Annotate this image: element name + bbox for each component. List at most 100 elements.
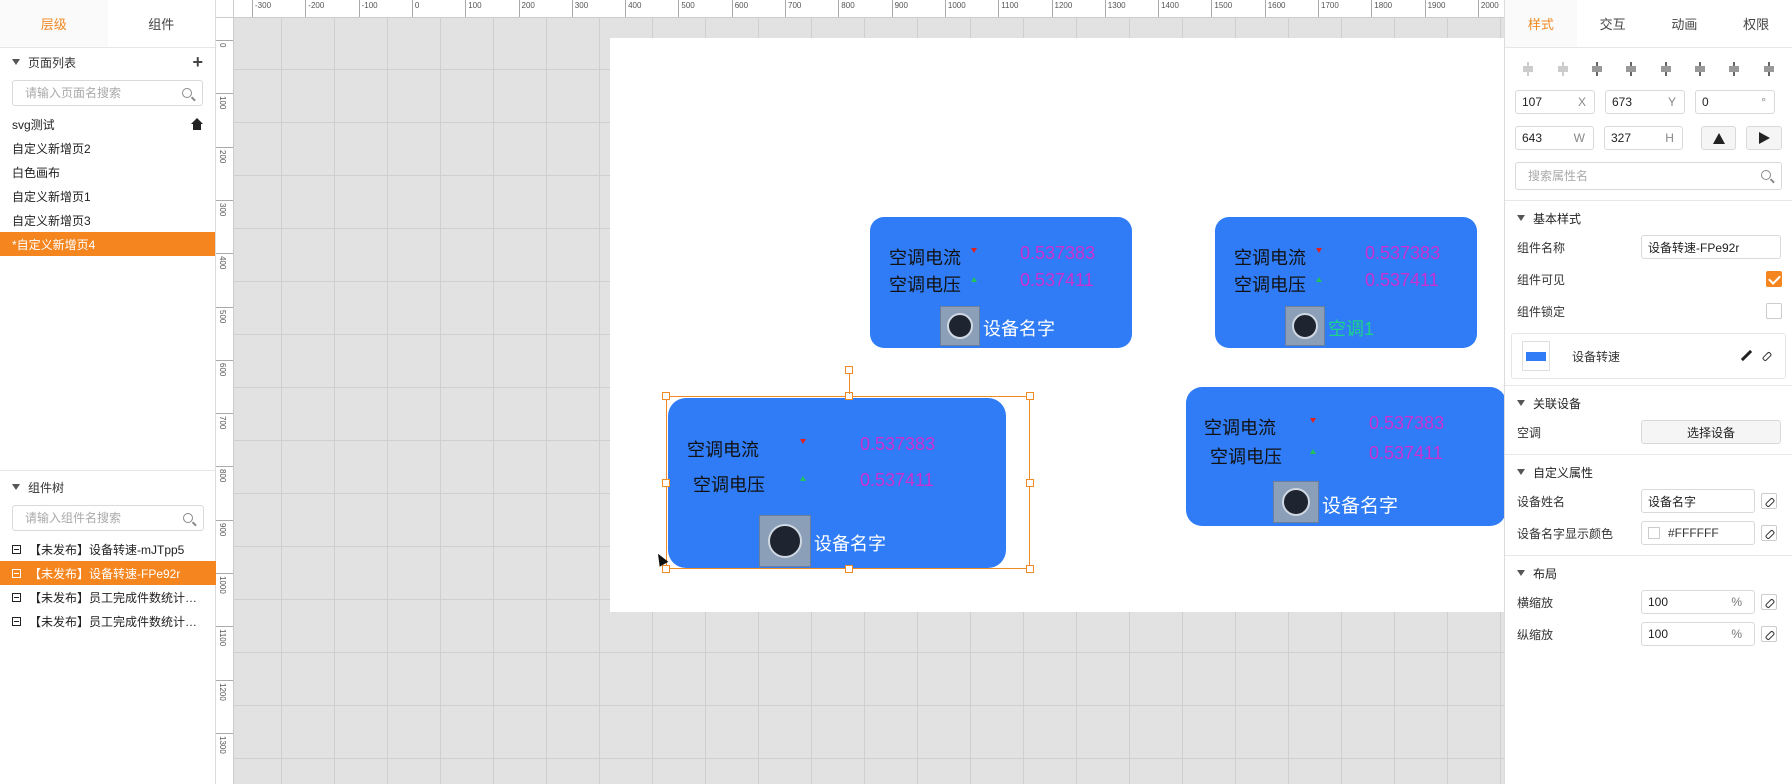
flip-vertical-button[interactable] <box>1700 126 1737 150</box>
component-tree-header[interactable]: 组件树 <box>0 473 216 501</box>
tab-interaction[interactable]: 交互 <box>1599 17 1626 32</box>
ruler-tick-label: 400 <box>216 253 233 306</box>
select-device-button[interactable]: 选择设备 <box>1641 420 1781 444</box>
search-icon[interactable] <box>182 88 192 98</box>
tree-item-selected[interactable]: 【未发布】设备转速-FPe92r <box>0 561 216 585</box>
page-item-label: svg测试 <box>12 117 55 132</box>
tree-item[interactable]: 【未发布】员工完成件数统计… <box>0 609 216 633</box>
device-widget[interactable]: 空调电流 0.537383 空调电压 0.537411 空调1 <box>1215 217 1477 348</box>
custom-header[interactable]: 自定义属性 <box>1505 459 1792 485</box>
resize-handle[interactable] <box>662 479 670 487</box>
custom-section: 自定义属性 设备姓名 设备名字显示颜色 #FFFFFF <box>1505 454 1792 549</box>
page-search <box>12 80 203 106</box>
search-icon[interactable] <box>183 513 193 523</box>
y-input[interactable] <box>1612 95 1657 109</box>
page-item[interactable]: 自定义新增页2 <box>0 136 215 160</box>
tree-item[interactable]: 【未发布】设备转速-mJTpp5 <box>0 537 216 561</box>
page-item-selected[interactable]: *自定义新增页4 <box>0 232 215 256</box>
ruler-tick-text: 600 <box>218 362 227 377</box>
basic-style-header[interactable]: 基本样式 <box>1505 205 1792 231</box>
color-swatch[interactable] <box>1648 527 1660 539</box>
align-center-horizontal-icon[interactable] <box>1623 62 1639 76</box>
tab-components[interactable]: 组件 <box>148 17 175 32</box>
page-item[interactable]: 自定义新增页1 <box>0 184 215 208</box>
attr-search-input[interactable] <box>1528 169 1748 183</box>
align-middle-vertical-icon[interactable] <box>1726 62 1742 76</box>
x-input[interactable] <box>1522 95 1567 109</box>
align-toolbar <box>1505 54 1792 84</box>
height-unit: H <box>1665 131 1674 145</box>
link-icon[interactable] <box>1761 525 1777 541</box>
ruler-tick-text: 200 <box>218 149 227 163</box>
tab-layers[interactable]: 层级 <box>0 0 108 47</box>
name-color-label: 设备名字显示颜色 <box>1517 526 1614 541</box>
y-unit: Y <box>1667 95 1676 109</box>
ruler-tick-label: 1400 <box>1158 0 1179 17</box>
distribute-vertical-icon[interactable] <box>1555 62 1571 76</box>
rotate-handle[interactable] <box>845 366 853 374</box>
arrow-up-icon <box>800 476 806 481</box>
ruler-tick-label: 800 <box>838 0 855 17</box>
artboard[interactable]: 空调电流 0.537383 空调电压 0.537411 设备名字 空调电流 0.… <box>610 38 1504 612</box>
rotation-input[interactable] <box>1702 95 1747 109</box>
link-icon[interactable] <box>1761 594 1777 610</box>
resize-handle[interactable] <box>1026 479 1034 487</box>
resize-handle[interactable] <box>1026 565 1034 573</box>
layout-header[interactable]: 布局 <box>1505 560 1792 586</box>
ruler-tick-text: 1300 <box>218 735 227 754</box>
align-right-icon[interactable] <box>1658 62 1674 76</box>
lock-checkbox[interactable] <box>1766 303 1782 319</box>
add-page-icon[interactable]: + <box>192 51 203 72</box>
component-search-input[interactable] <box>25 511 175 525</box>
align-bottom-icon[interactable] <box>1761 62 1777 76</box>
device-widget[interactable]: 空调电流 0.537383 空调电压 0.537411 设备名字 <box>870 217 1132 348</box>
align-top-icon[interactable] <box>1692 62 1708 76</box>
tree-list: 【未发布】设备转速-mJTpp5 【未发布】设备转速-FPe92r 【未发布】员… <box>0 537 216 633</box>
resize-handle[interactable] <box>845 565 853 573</box>
page-item[interactable]: svg测试 <box>0 112 215 136</box>
device-section: 关联设备 空调 选择设备 <box>1505 385 1792 448</box>
tree-item[interactable]: 【未发布】员工完成件数统计… <box>0 585 216 609</box>
page-search-input[interactable] <box>25 86 175 100</box>
device-name-input[interactable] <box>1648 494 1748 508</box>
vscale-unit: % <box>1731 627 1742 641</box>
device-name-label: 设备姓名 <box>1517 494 1566 509</box>
resize-handle[interactable] <box>662 565 670 573</box>
resize-handle[interactable] <box>1026 392 1034 400</box>
height-input[interactable] <box>1610 131 1656 145</box>
flip-horizontal-button[interactable] <box>1746 126 1782 150</box>
component-name-input[interactable] <box>1648 240 1776 254</box>
hscale-row: 横缩放 % <box>1505 586 1792 618</box>
distribute-horizontal-icon[interactable] <box>1520 62 1536 76</box>
link-icon[interactable] <box>1761 626 1777 642</box>
height-field: H <box>1603 126 1683 150</box>
width-input[interactable] <box>1522 131 1567 145</box>
page-item[interactable]: 白色画布 <box>0 160 215 184</box>
ruler-tick-label: -200 <box>305 0 324 17</box>
tab-animation[interactable]: 动画 <box>1671 17 1698 32</box>
edit-icon[interactable] <box>1741 350 1753 362</box>
collapse-icon <box>1517 469 1525 475</box>
align-left-icon[interactable] <box>1589 62 1605 76</box>
current-label: 空调电流 <box>1204 418 1276 438</box>
link-icon[interactable] <box>1759 348 1775 364</box>
page-item[interactable]: 自定义新增页3 <box>0 208 215 232</box>
name-color-field[interactable]: #FFFFFF <box>1641 521 1755 545</box>
vscale-input[interactable] <box>1648 627 1718 641</box>
resize-handle[interactable] <box>662 392 670 400</box>
tab-permission[interactable]: 权限 <box>1743 17 1770 32</box>
component-search <box>12 505 204 531</box>
device-header[interactable]: 关联设备 <box>1505 390 1792 416</box>
visible-checkbox[interactable] <box>1766 271 1782 287</box>
page-list-header[interactable]: 页面列表 + <box>0 48 215 76</box>
tab-style[interactable]: 样式 <box>1505 0 1577 47</box>
device-widget[interactable]: 空调电流 0.537383 空调电压 0.537411 设备名字 <box>1186 387 1504 526</box>
hscale-input[interactable] <box>1648 595 1718 609</box>
link-icon[interactable] <box>1761 493 1777 509</box>
arrow-down-icon <box>800 439 806 444</box>
search-icon[interactable] <box>1761 170 1771 180</box>
device-widget-selected[interactable]: 空调电流 0.537383 空调电压 0.537411 设备名字 <box>668 398 1006 568</box>
